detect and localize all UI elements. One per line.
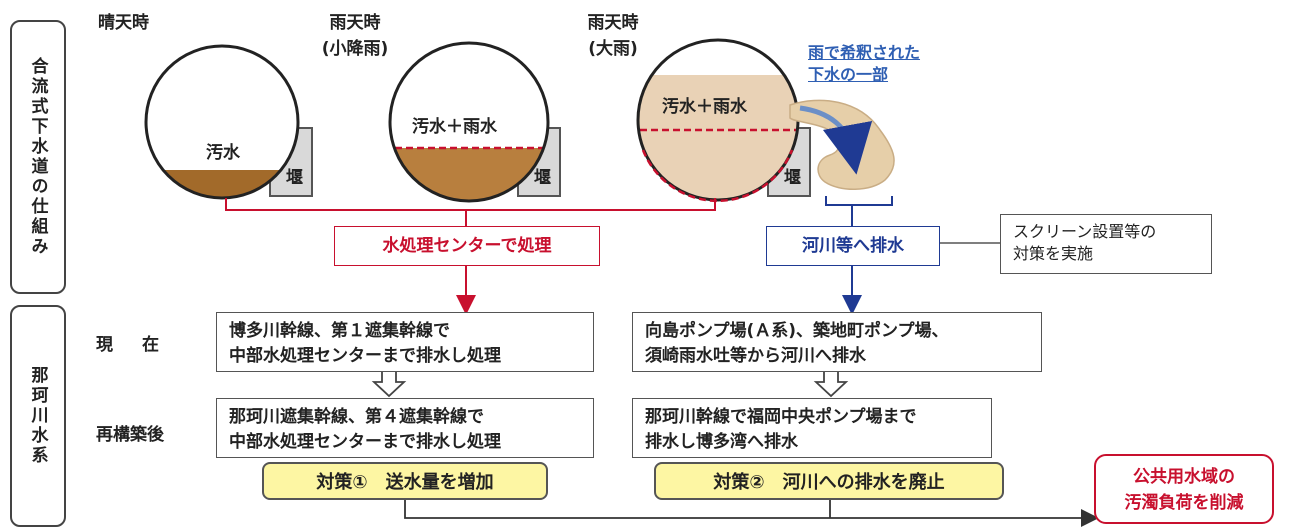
discharge-box: 河川等へ排水: [766, 226, 940, 266]
side-label-nakagawa-text: 那珂川水系: [27, 366, 48, 466]
condition-light-rain: 雨天時 (小降雨): [305, 10, 405, 62]
condition-dry-line1: 晴天時: [98, 13, 149, 33]
measure-2: 対策② 河川への排水を廃止: [654, 462, 1004, 500]
current-right-line1: 向島ポンプ場(Ａ系)、築地町ポンプ場、: [645, 321, 949, 341]
row-header-current: 現 在: [96, 335, 165, 355]
overflow-note-line2: 下水の一部: [808, 65, 889, 84]
pipe-light-outline: [388, 41, 550, 203]
condition-dry: 晴天時: [98, 10, 188, 36]
pipe-dry-outline: [144, 44, 300, 200]
bracket-discharge: [825, 196, 893, 206]
screen-note-line2: 対策を実施: [1013, 244, 1094, 263]
connector-to-result: [404, 500, 1099, 527]
condition-light-rain-line1: 雨天時: [329, 13, 381, 33]
overflow-note-line1: 雨で希釈された: [808, 43, 921, 62]
pipe-dry-label: 汚水: [206, 143, 240, 163]
row-header-after: 再構築後: [96, 425, 164, 445]
weir-label-1: 堰: [286, 168, 303, 188]
weir-label-2: 堰: [534, 168, 551, 188]
after-left-box: 那珂川遮集幹線、第４遮集幹線で 中部水処理センターまで排水し処理: [216, 398, 594, 458]
treatment-box: 水処理センターで処理: [334, 226, 600, 266]
screen-note-line1: スクリーン設置等の: [1013, 222, 1157, 241]
hollow-arrow-right: [813, 369, 849, 398]
weir-label-3: 堰: [784, 168, 801, 188]
after-right-line2: 排水し博多湾へ排水: [645, 432, 798, 452]
overflow-arrow: [799, 105, 873, 175]
result-line1: 公共用水域の: [1133, 467, 1235, 487]
pipe-heavy-bottom-dash: [641, 149, 794, 203]
pipe-heavy-label: 汚水＋雨水: [662, 97, 747, 117]
hollow-arrow-left: [371, 369, 407, 398]
condition-heavy-rain: 雨天時 (大雨): [563, 10, 663, 62]
pipe-light-label: 汚水＋雨水: [412, 117, 497, 137]
side-label-mechanism-text: 合流式下水道の仕組み: [27, 57, 48, 257]
condition-heavy-rain-line2: (大雨): [588, 39, 638, 59]
condition-light-rain-line2: (小降雨): [321, 39, 389, 59]
after-right-box: 那珂川幹線で福岡中央ポンプ場まで 排水し博多湾へ排水: [632, 398, 992, 458]
after-left-line2: 中部水処理センターまで排水し処理: [229, 432, 501, 452]
side-label-nakagawa: 那珂川水系: [10, 305, 66, 527]
overflow-note: 雨で希釈された 下水の一部: [808, 42, 920, 86]
current-left-line2: 中部水処理センターまで排水し処理: [229, 346, 501, 366]
current-left-line1: 博多川幹線、第１遮集幹線で: [229, 321, 450, 341]
condition-heavy-rain-line1: 雨天時: [587, 13, 639, 33]
after-right-line1: 那珂川幹線で福岡中央ポンプ場まで: [645, 407, 917, 427]
after-left-line1: 那珂川遮集幹線、第４遮集幹線で: [229, 407, 484, 427]
current-left-box: 博多川幹線、第１遮集幹線で 中部水処理センターまで排水し処理: [216, 312, 594, 372]
result-box: 公共用水域の 汚濁負荷を削減: [1094, 454, 1274, 524]
screen-note-box: スクリーン設置等の 対策を実施: [1000, 214, 1212, 274]
current-right-box: 向島ポンプ場(Ａ系)、築地町ポンプ場、 須崎雨水吐等から河川へ排水: [632, 312, 1042, 372]
current-right-line2: 須崎雨水吐等から河川へ排水: [645, 346, 866, 366]
pipe-dry: [146, 46, 298, 198]
bracket-treatment: [225, 198, 716, 211]
measure-1: 対策① 送水量を増加: [262, 462, 548, 500]
side-label-mechanism: 合流式下水道の仕組み: [10, 20, 66, 294]
result-line2: 汚濁負荷を削減: [1124, 493, 1244, 513]
